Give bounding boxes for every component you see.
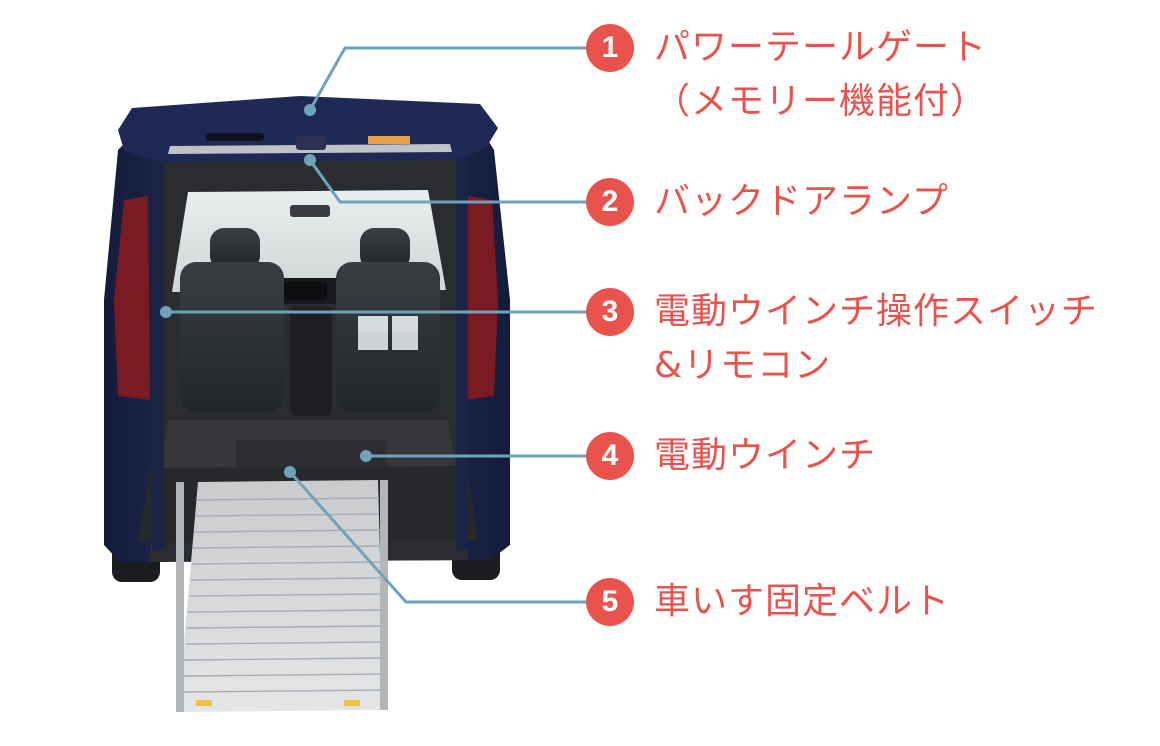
- center-console: [290, 306, 332, 416]
- callout-number-badge: 2: [586, 178, 634, 226]
- front-seat-left: [180, 228, 284, 412]
- callout-number-badge: 4: [586, 432, 634, 480]
- ramp-edge-right: [380, 480, 388, 710]
- tail-light-right: [462, 196, 498, 400]
- callout-power-tailgate: 1 パワーテールゲート （メモリー機能付）: [586, 24, 987, 129]
- leader-dot-5: [284, 466, 296, 478]
- left-pillar: [152, 150, 164, 550]
- leader-line-1: [308, 46, 588, 111]
- ramp-edge-left: [176, 482, 184, 712]
- callout-back-door-lamp: 2 バックドアランプ: [586, 178, 949, 229]
- ramp-reflector-right: [344, 700, 360, 706]
- tailgate-handle: [206, 133, 264, 141]
- leader-lines: [166, 46, 588, 604]
- callout-label: 電動ウインチ操作スイッチ &リモコン: [654, 291, 1099, 386]
- callout-number-badge: 1: [586, 24, 634, 72]
- leader-dot-4: [360, 450, 372, 462]
- callout-wheelchair-belt: 5 車いす固定ベルト: [586, 578, 950, 629]
- leader-line-2: [308, 159, 588, 204]
- callout-electric-winch: 4 電動ウインチ: [586, 432, 876, 483]
- wheelchair-ramp: [178, 480, 384, 712]
- callout-label: パワーテールゲート （メモリー機能付）: [654, 27, 988, 122]
- winch-unit: [236, 440, 386, 470]
- front-seat-right: [336, 228, 440, 412]
- callout-label: 電動ウインチ: [654, 435, 877, 476]
- back-door-lamp: [296, 136, 326, 150]
- rear-view-mirror: [290, 205, 330, 217]
- ramp-slats: [181, 497, 385, 693]
- leader-dots: [160, 104, 372, 478]
- tailgate-sticker: [368, 136, 410, 144]
- ramp-reflector-left: [196, 700, 212, 706]
- callout-label: バックドアランプ: [654, 181, 949, 222]
- leader-dot-1: [304, 104, 316, 116]
- callout-number-badge: 3: [586, 288, 634, 336]
- center-display: [283, 282, 327, 300]
- callout-label: 車いす固定ベルト: [654, 581, 951, 622]
- callout-winch-switch-remote: 3 電動ウインチ操作スイッチ &リモコン: [586, 288, 1098, 393]
- callout-number-badge: 5: [586, 578, 634, 626]
- leader-dot-2: [304, 154, 316, 166]
- tail-light-left: [114, 196, 150, 400]
- right-pillar: [456, 150, 468, 550]
- leader-dot-3: [160, 306, 172, 318]
- leader-line-5: [288, 471, 588, 604]
